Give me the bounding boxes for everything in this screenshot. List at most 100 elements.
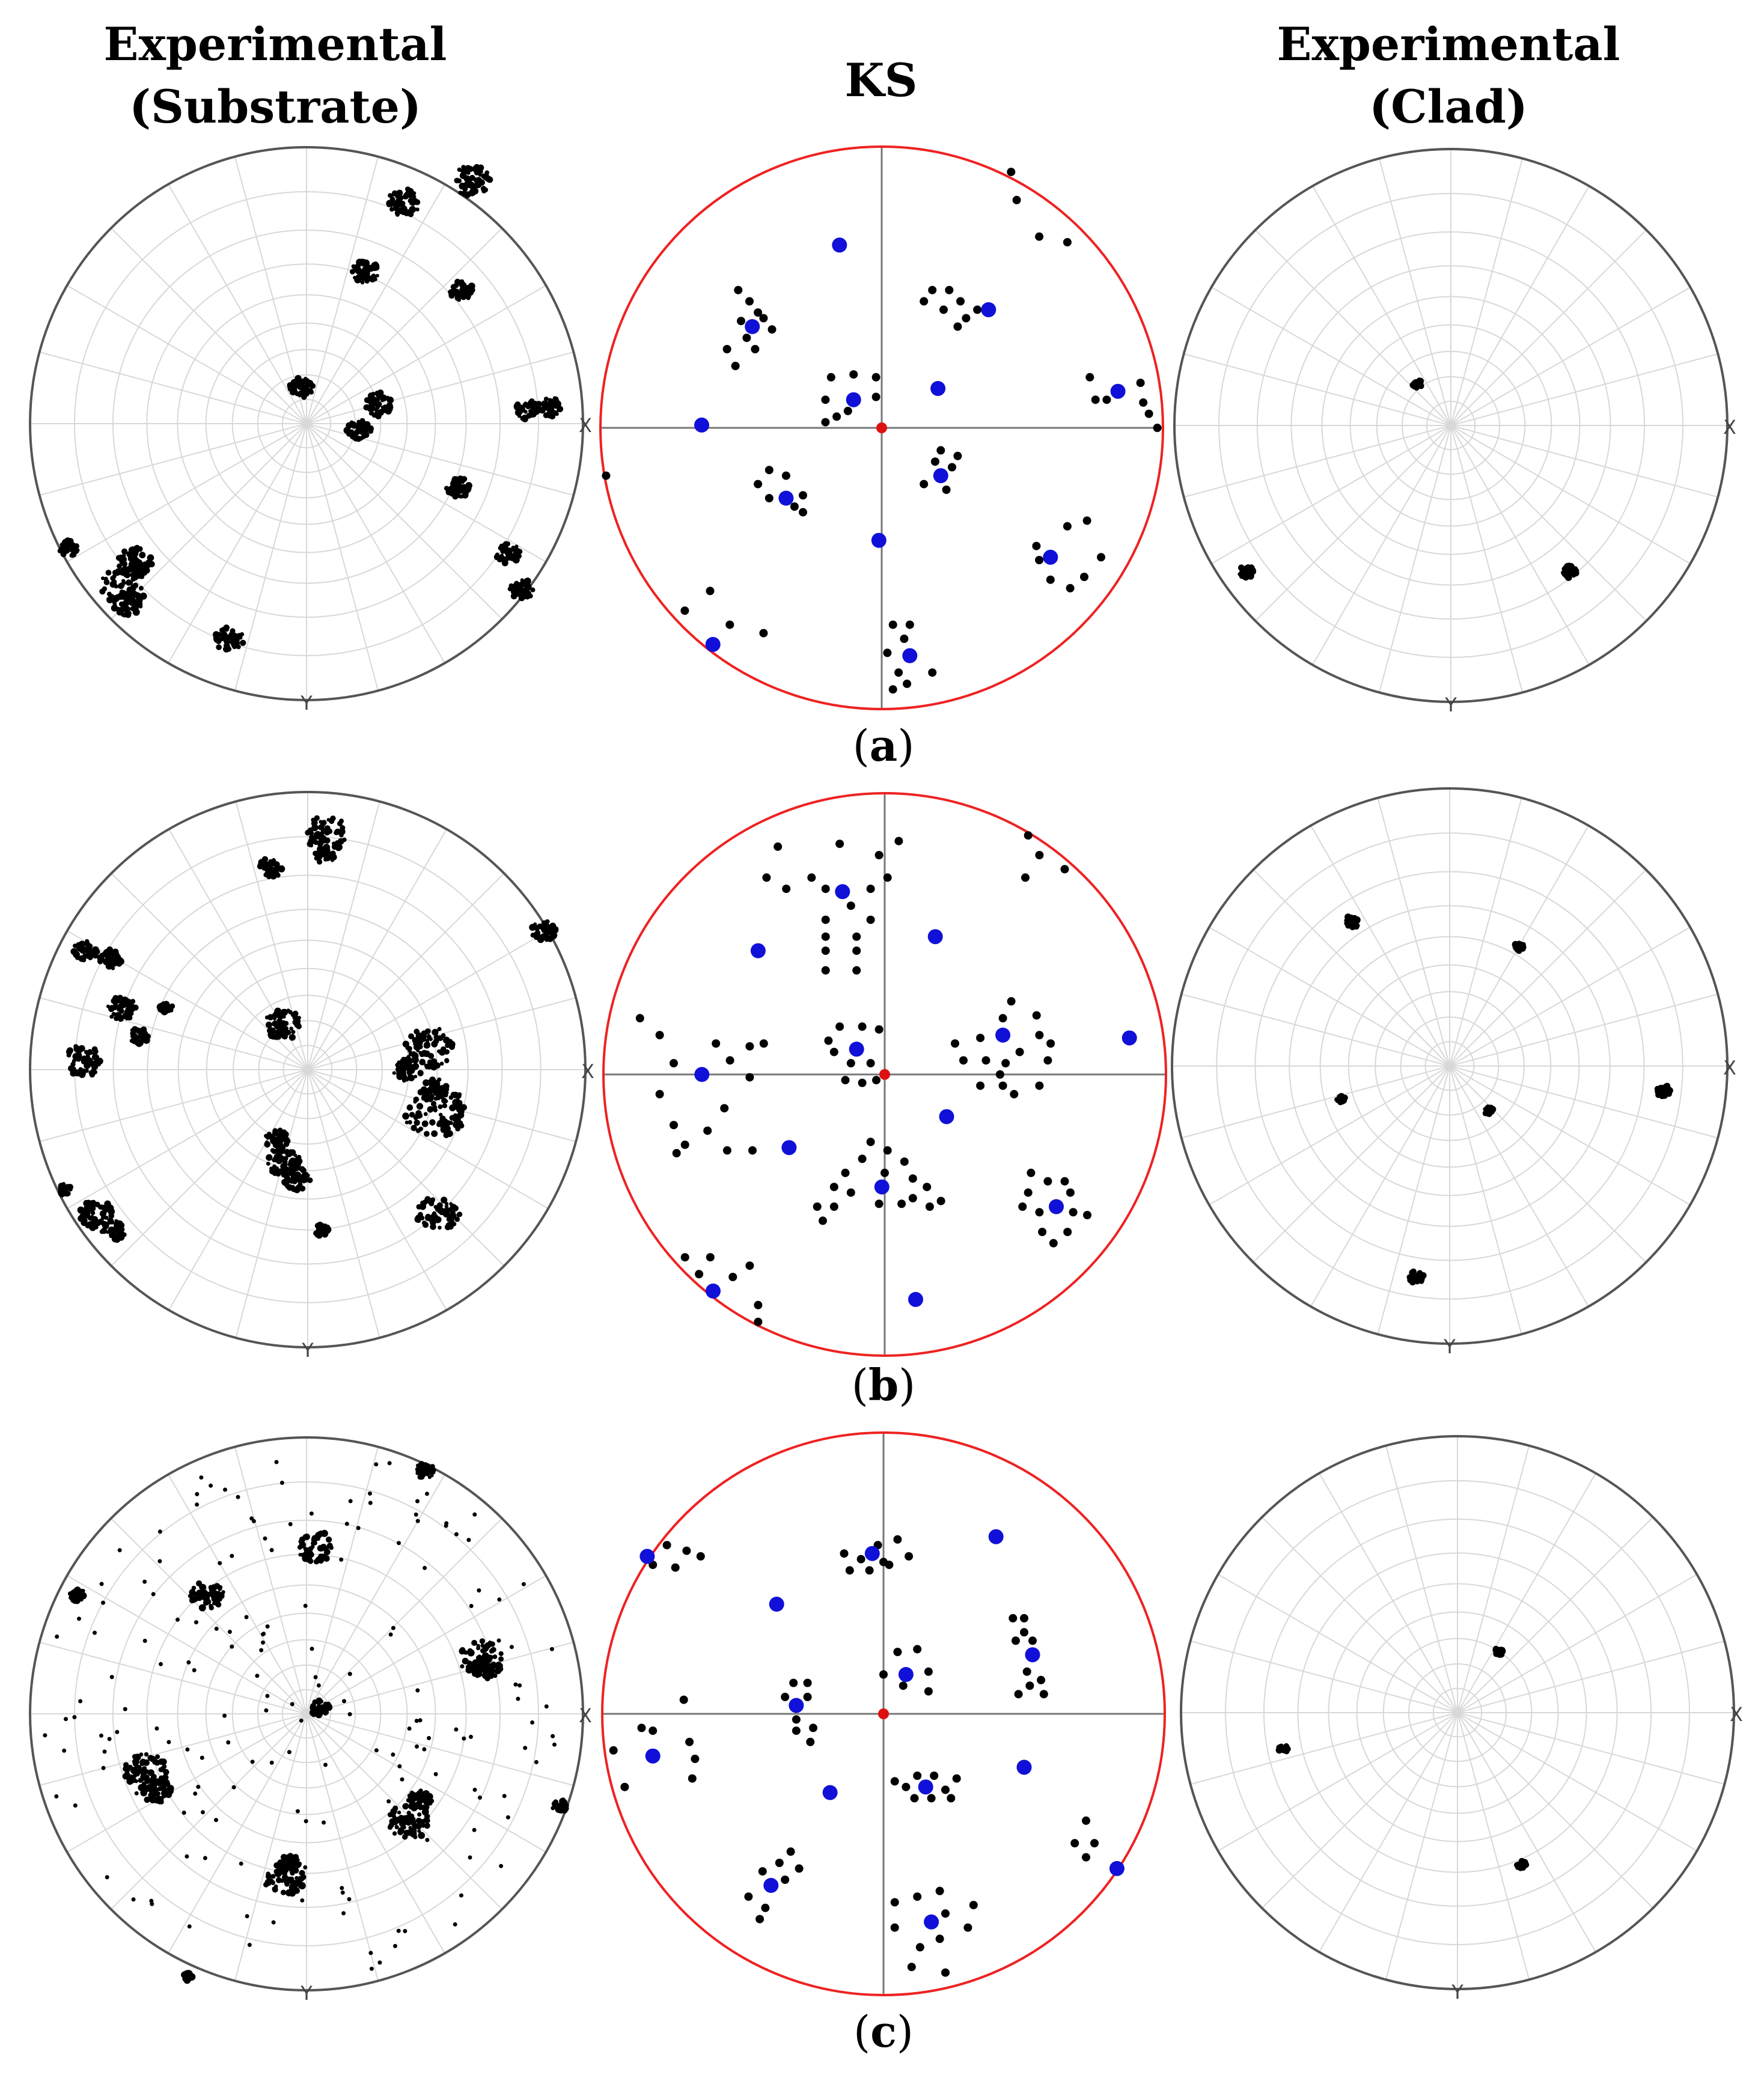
row-b-substrate-pole-point [432, 1029, 439, 1036]
row-a-ks-variant-point [948, 463, 956, 472]
row-c-substrate-pole-point [132, 1758, 139, 1766]
row-a-clad-pole-point [1243, 574, 1249, 581]
row-c-substrate-scatter-point [534, 1760, 539, 1764]
row-b-substrate-pole-point [311, 824, 319, 832]
row-b-substrate-pole-point [62, 1186, 66, 1191]
row-b-substrate-pole-point [76, 945, 84, 952]
row-c-substrate-pole-point [273, 1868, 280, 1875]
row-c-ks-pole [789, 1698, 804, 1713]
row-a-ks-variant-point [871, 392, 880, 401]
row-c-substrate-pole-point [209, 1605, 214, 1610]
row-b-ks-variant-point [720, 1104, 729, 1113]
row-b-substrate-pole-point [284, 1020, 289, 1026]
row-c-substrate-pole-point [299, 1869, 305, 1876]
row-b-substrate-pole-point [272, 858, 276, 862]
row-a-substrate-pole-point [455, 296, 459, 301]
row-c-substrate-pole-point [492, 1654, 498, 1659]
row-a-substrate-pole-point [473, 164, 480, 171]
row-c-ks-variant-point [1082, 1816, 1090, 1825]
row-c-ks-variant-point [671, 1563, 680, 1572]
row-a-substrate-pole-point [454, 278, 461, 285]
row-c-substrate-pole-point [417, 1797, 424, 1804]
row-a-substrate-pole-point [306, 382, 310, 386]
row-b-ks-variant-point [872, 1076, 880, 1085]
row-b-ks-variant-point [998, 1014, 1007, 1023]
row-a-substrate-pole-point [114, 584, 118, 589]
row-b-substrate-pole-point [84, 1068, 89, 1073]
row-b-clad-grid-radial [1449, 1065, 1691, 1205]
row-c-ks-variant-point [865, 1566, 874, 1575]
row-c-substrate-pole-point [144, 1752, 149, 1757]
row-a-substrate-pole-point [290, 389, 296, 395]
caption-a-letter: a [869, 720, 898, 771]
row-c-substrate-scatter-point [186, 1660, 191, 1665]
row-c-substrate-scatter-point [477, 1588, 481, 1593]
row-a-ks-variant-point [759, 629, 768, 638]
row-a-clad-x-label: X [1723, 416, 1736, 439]
row-a-substrate-pole-point [102, 586, 108, 591]
row-c-substrate-scatter-point [551, 1734, 555, 1738]
row-c-substrate-scatter-point [484, 1669, 488, 1674]
row-b-substrate-pole-point [275, 1157, 283, 1165]
row-a-substrate-pole-point [349, 269, 356, 275]
row-c-clad-grid-radial [1218, 1574, 1458, 1713]
row-b-substrate-pole-point [315, 1228, 323, 1236]
row-c-substrate-pole-point [389, 1822, 394, 1828]
row-c-substrate-scatter-point [396, 1816, 401, 1821]
row-b-substrate-pole-point [279, 1020, 284, 1026]
row-a-ks-variant-point [903, 679, 912, 688]
row-a-substrate-pole-point [121, 579, 126, 583]
row-a-clad-y-label: Y [1444, 693, 1457, 716]
row-c-substrate-scatter-point [227, 1630, 232, 1634]
row-b-substrate-pole-point [424, 1130, 430, 1137]
row-b-clad-grid-radial [1449, 797, 1522, 1067]
row-a-substrate-pole-point [466, 178, 472, 184]
row-b-substrate-pole-point [261, 865, 266, 870]
row-a-ks-variant-point [1085, 373, 1094, 382]
row-c-substrate-pole-point [291, 1886, 297, 1892]
row-c-clad-y-label: Y [1451, 1981, 1463, 2003]
row-b-substrate-pole-point [70, 1061, 76, 1067]
row-c-substrate-scatter-point [469, 1734, 473, 1739]
row-c-ks-pole [1109, 1860, 1125, 1876]
row-a-clad-pole-point [1239, 565, 1245, 571]
row-c-substrate-scatter-point [313, 1675, 318, 1680]
row-c-substrate-scatter-point [414, 1512, 418, 1517]
row-a-ks-variant-point [1032, 541, 1041, 550]
row-c-substrate-scatter-point [406, 1811, 411, 1815]
row-b-substrate-pole-point [273, 1166, 279, 1172]
row-b-clad-grid-radial [1377, 797, 1450, 1067]
row-c-ks-pole [1016, 1760, 1032, 1775]
row-b-ks-variant-point [936, 1196, 945, 1205]
row-a-substrate-pole-point [543, 412, 549, 418]
row-c-substrate-pole-point [487, 1641, 493, 1645]
row-b-substrate-pole-point [427, 1106, 434, 1113]
row-a-substrate-pole-point [60, 551, 67, 558]
row-b-substrate-pole-point [66, 1185, 70, 1190]
row-c-substrate-scatter-point [415, 1519, 420, 1523]
row-c-ks-variant-point [890, 1898, 899, 1907]
row-a-substrate-pole-point [68, 542, 72, 546]
row-c-ks-variant-point [792, 1715, 801, 1724]
row-a-substrate-pole-point [460, 479, 465, 484]
row-c-substrate-scatter-point [347, 1672, 352, 1677]
row-b-substrate-pole-point [425, 1038, 430, 1043]
row-b-ks-variant-point [754, 1317, 763, 1326]
row-b-substrate-pole-point [414, 1041, 420, 1047]
row-a-substrate-grid-radial [67, 285, 307, 424]
row-c-substrate-pole-point [158, 1767, 164, 1773]
row-b-substrate-pole-point [444, 1202, 449, 1206]
row-c-substrate-scatter-point [433, 1772, 438, 1776]
row-b-substrate-pole-point [533, 932, 539, 937]
row-b-substrate-pole-point [275, 861, 279, 866]
row-b-ks-variant-point [635, 1014, 644, 1023]
row-b-substrate-pole-point [111, 966, 115, 970]
row-b-substrate-pole-point [285, 1148, 290, 1153]
row-b-substrate-pole-point [438, 1112, 443, 1117]
row-a-substrate-pole-point [460, 184, 464, 189]
row-a-substrate-pole-point [115, 606, 121, 612]
row-a-clad-grid-radial [1378, 158, 1451, 426]
row-c-ks-variant-point [1090, 1839, 1099, 1848]
row-b-clad-y-label: Y [1443, 1335, 1456, 1358]
row-c-ks-variant-point [905, 1552, 914, 1561]
